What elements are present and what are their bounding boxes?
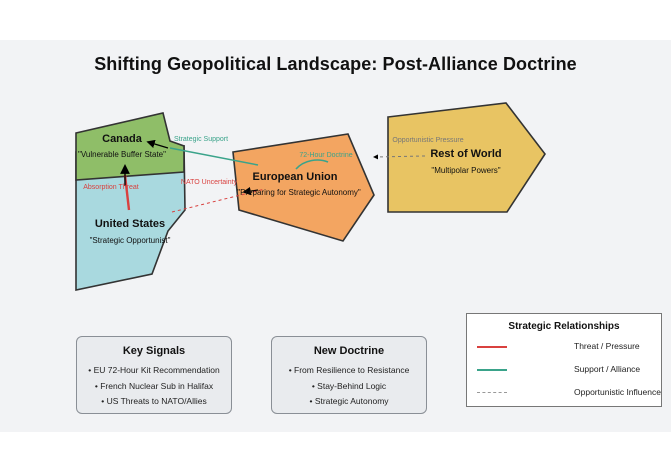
new-doctrine-box: New Doctrine • From Resilience to Resist… [271, 336, 427, 414]
eu-region [232, 133, 375, 242]
row-region [387, 102, 546, 213]
doctrine-72h-curve [295, 159, 329, 170]
doctrine-item: • Strategic Autonomy [309, 396, 389, 406]
eu-subtitle: "Preparing for Strategic Autonomy" [237, 188, 361, 197]
doctrine-item: • From Resilience to Resistance [288, 365, 410, 375]
legend-title: Strategic Relationships [508, 321, 620, 332]
us-subtitle: "Strategic Opportunist" [90, 236, 171, 245]
legend-row-support: Support / Alliance [477, 364, 661, 376]
legend-threat-swatch [477, 346, 507, 348]
strategic-support-label: Strategic Support [174, 136, 228, 143]
support-arrow-head [146, 139, 169, 149]
canada-subtitle: "Vulnerable Buffer State" [78, 150, 166, 159]
eu-name: European Union [253, 171, 338, 183]
absorption-threat-label: Absorption Threat [83, 184, 139, 191]
key-signals-title: Key Signals [122, 345, 186, 357]
doctrine-item: • Stay-Behind Logic [311, 380, 387, 391]
legend-opportunistic-swatch [477, 392, 507, 393]
nato-uncertainty-label: NATO Uncertainty [181, 179, 238, 186]
us-name: United States [95, 218, 165, 230]
opportunistic-pressure-edge [373, 154, 426, 160]
legend-box: Strategic Relationships Threat / Pressur… [466, 313, 662, 407]
legend-row-opportunistic: Opportunistic Influence [477, 387, 661, 399]
row-subtitle: "Multipolar Powers" [431, 166, 500, 175]
key-signal-item: • EU 72-Hour Kit Recommendation [88, 365, 220, 375]
new-doctrine-title: New Doctrine [313, 345, 385, 357]
row-name: Rest of World [430, 148, 501, 160]
diagram-title: Shifting Geopolitical Landscape: Post-Al… [94, 54, 577, 74]
doctrine-72h-label: 72-Hour Doctrine [299, 152, 352, 159]
key-signal-item: • French Nuclear Sub in Halifax [94, 380, 214, 391]
key-signal-item: • US Threats to NATO/Allies [101, 396, 207, 406]
nato-arrow-head [242, 186, 259, 196]
legend-support-swatch [477, 369, 507, 371]
strategic-support-edge [169, 147, 259, 166]
canada-name: Canada [102, 133, 143, 145]
key-signals-box: Key Signals • EU 72-Hour Kit Recommendat… [76, 336, 232, 414]
canada-region [75, 112, 185, 181]
legend-row-threat: Threat / Pressure [477, 341, 661, 353]
opportunistic-pressure-label: Opportunistic Pressure [392, 137, 463, 144]
